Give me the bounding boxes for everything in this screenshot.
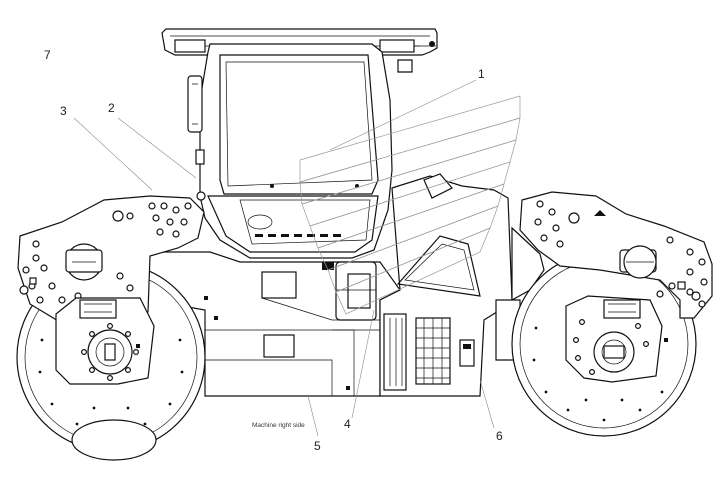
callout-5: 5 [314, 439, 321, 453]
leader-lines [73, 79, 495, 437]
right-drum-dots [532, 326, 664, 422]
left-drum-assembly [16, 195, 206, 461]
callout-2: 2 [108, 101, 115, 115]
callout-7: 7 [44, 48, 51, 62]
machine-side-caption: Machine right side [252, 422, 305, 429]
callout-3: 3 [60, 104, 67, 118]
cab-vent-slots [255, 234, 341, 237]
right-frame-holes [534, 200, 708, 308]
callout-4: 4 [344, 417, 351, 431]
callout-1: 1 [478, 67, 485, 81]
right-hub-bolts [572, 319, 649, 376]
left-hub-bolts [80, 323, 140, 382]
decal-chevrons [299, 95, 521, 315]
left-frame-holes [22, 202, 192, 304]
right-drum-assembly [511, 191, 713, 437]
callout-6: 6 [496, 429, 503, 443]
chassis [147, 173, 545, 397]
grille-mesh [416, 318, 450, 384]
cab [161, 28, 438, 259]
